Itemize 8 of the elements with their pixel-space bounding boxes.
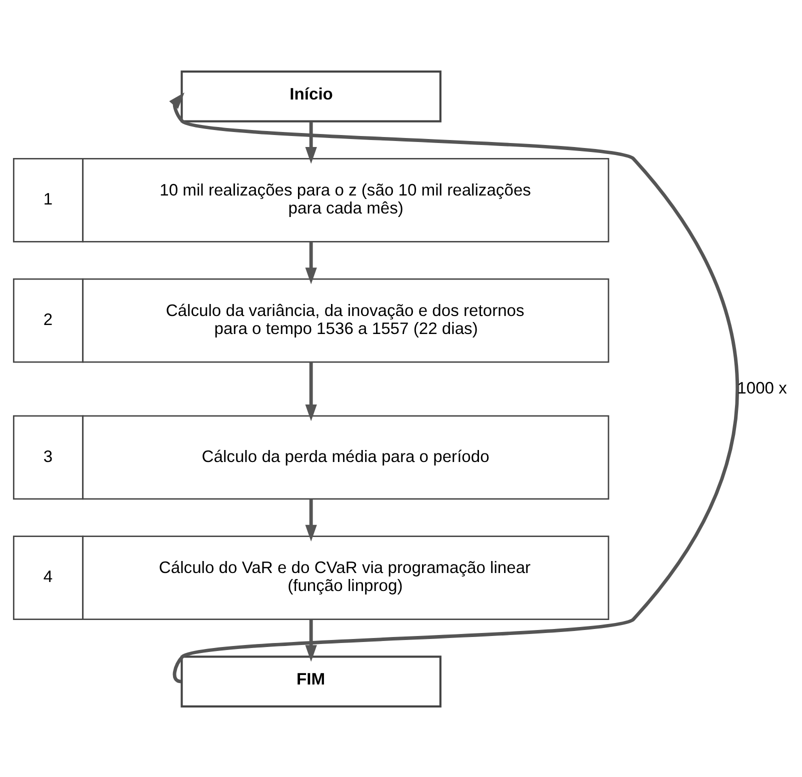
node-box: FIM <box>180 655 442 707</box>
arrow <box>305 619 317 662</box>
arrow <box>305 498 317 542</box>
arrow <box>169 92 739 682</box>
arrow <box>305 121 317 164</box>
arrow <box>305 242 317 284</box>
arrow <box>305 362 317 421</box>
node-box: Início <box>180 70 442 122</box>
